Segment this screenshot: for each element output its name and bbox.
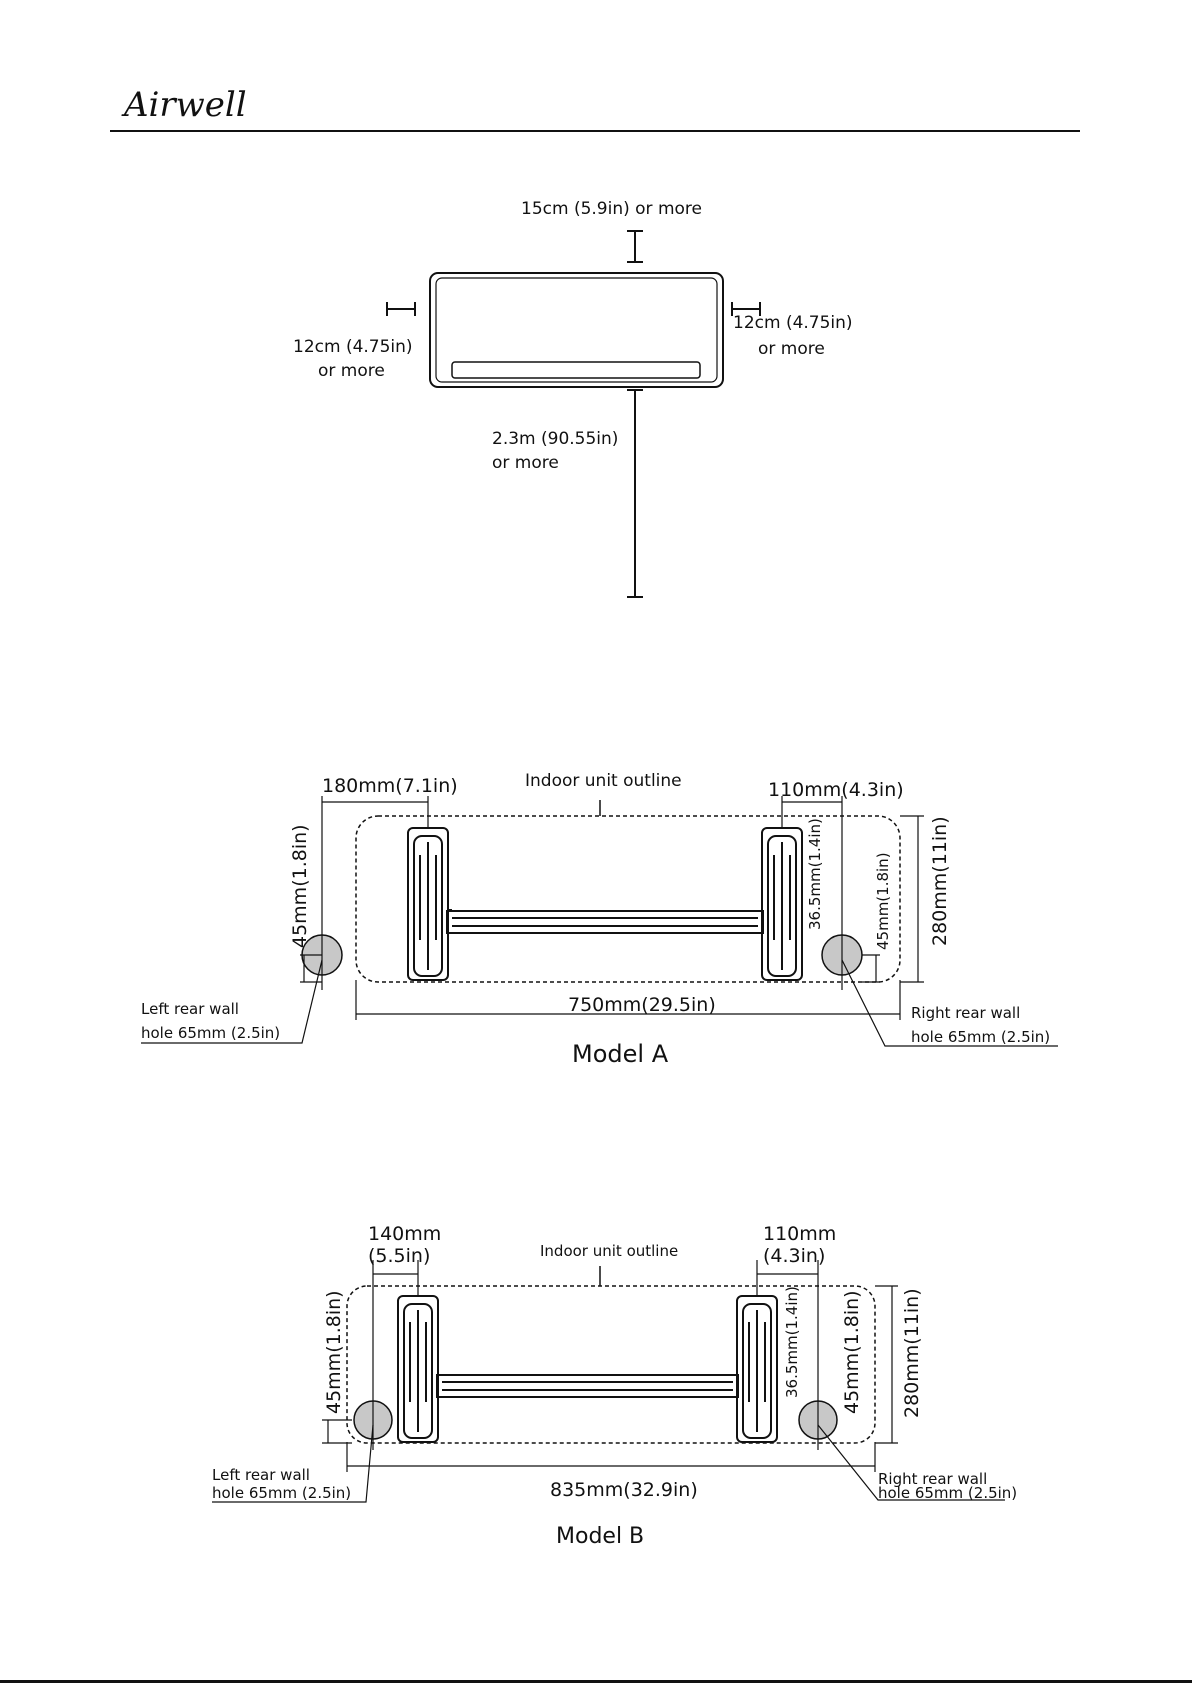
model-a-right-hole-height-label: 45mm(1.8in) <box>874 852 892 950</box>
bottom-clearance-label-2: or more <box>492 453 559 473</box>
model-a-right-hole-label: Right rear wall <box>911 1004 1020 1022</box>
model-b-dimension-lines <box>322 1260 898 1472</box>
top-clearance-label: 15cm (5.9in) or more <box>521 199 702 219</box>
model-a-width-label: 750mm(29.5in) <box>568 994 716 1016</box>
model-a-left-bracket <box>407 827 452 981</box>
left-clearance-marker <box>386 302 416 316</box>
model-b-height-label: 280mm(11in) <box>901 1288 923 1418</box>
model-a-height-label: 280mm(11in) <box>929 816 951 946</box>
model-a-outline-label: Indoor unit outline <box>525 771 682 791</box>
model-a-cross-rail <box>446 910 764 934</box>
footer-rule <box>0 1680 1192 1683</box>
right-clearance-label-2: or more <box>758 339 825 359</box>
left-clearance-label: 12cm (4.75in) <box>293 337 413 357</box>
model-a-unit-outline <box>355 815 901 983</box>
model-b-left-hole-label-2: hole 65mm (2.5in) <box>212 1484 351 1502</box>
model-b-right-bracket <box>736 1295 778 1443</box>
model-b-right-hole-height-label: 45mm(1.8in) <box>841 1290 863 1414</box>
model-b-width-label: 835mm(32.9in) <box>550 1479 698 1501</box>
model-b-outline-label: Indoor unit outline <box>540 1242 678 1260</box>
model-a-right-bracket <box>761 827 803 981</box>
model-a-right-hole-label-2: hole 65mm (2.5in) <box>911 1028 1050 1046</box>
right-clearance-marker <box>731 302 761 316</box>
model-b-left-hole-label: Left rear wall <box>212 1466 310 1484</box>
model-b-unit-outline <box>346 1285 876 1444</box>
model-a-dimension-lines <box>300 796 924 1020</box>
model-b-caption: Model B <box>556 1524 644 1549</box>
indoor-unit-louver <box>451 361 701 379</box>
bottom-clearance-marker <box>627 389 643 598</box>
bottom-clearance-label: 2.3m (90.55in) <box>492 429 618 449</box>
model-a-bracket-height-label: 36.5mm(1.4in) <box>806 818 824 930</box>
model-b-left-bracket <box>397 1295 439 1443</box>
model-b-left-hole-height-label: 45mm(1.8in) <box>323 1290 345 1414</box>
right-clearance-label: 12cm (4.75in) <box>733 313 853 333</box>
model-b-cross-rail <box>436 1374 739 1398</box>
model-a-left-hole-label: Left rear wall <box>141 1000 239 1018</box>
model-a-leaders <box>141 959 1058 1047</box>
left-clearance-label-2: or more <box>318 361 385 381</box>
model-b-right-hole-label: Right rear wall <box>878 1470 987 1488</box>
model-a-left-offset-label: 180mm(7.1in) <box>322 775 458 797</box>
model-b-right-hole-label-2: hole 65mm (2.5in) <box>878 1484 1017 1502</box>
model-b-leaders <box>212 1424 1005 1503</box>
indoor-unit-front <box>429 272 724 388</box>
model-a-left-hole-height-label: 45mm(1.8in) <box>289 824 311 948</box>
model-b-left-offset-label: 140mm <box>368 1223 441 1245</box>
header-rule <box>110 130 1080 132</box>
model-a-left-hole-label-2: hole 65mm (2.5in) <box>141 1024 280 1042</box>
model-a-right-offset-label: 110mm(4.3in) <box>768 779 904 801</box>
clearance-diagram: 15cm (5.9in) or more 12cm (4.75in) or mo… <box>293 199 853 598</box>
airwell-logo: Airwell <box>121 85 247 124</box>
model-b-left-offset-label-2: (5.5in) <box>368 1245 430 1267</box>
airwell-logo-text: Airwell <box>121 85 247 124</box>
model-b-bracket-height-label: 36.5mm(1.4in) <box>783 1286 801 1398</box>
model-b-right-offset-label: 110mm <box>763 1223 836 1245</box>
model-a-caption: Model A <box>572 1040 669 1068</box>
model-b-right-offset-label-2: (4.3in) <box>763 1245 825 1267</box>
top-clearance-marker <box>627 230 643 263</box>
